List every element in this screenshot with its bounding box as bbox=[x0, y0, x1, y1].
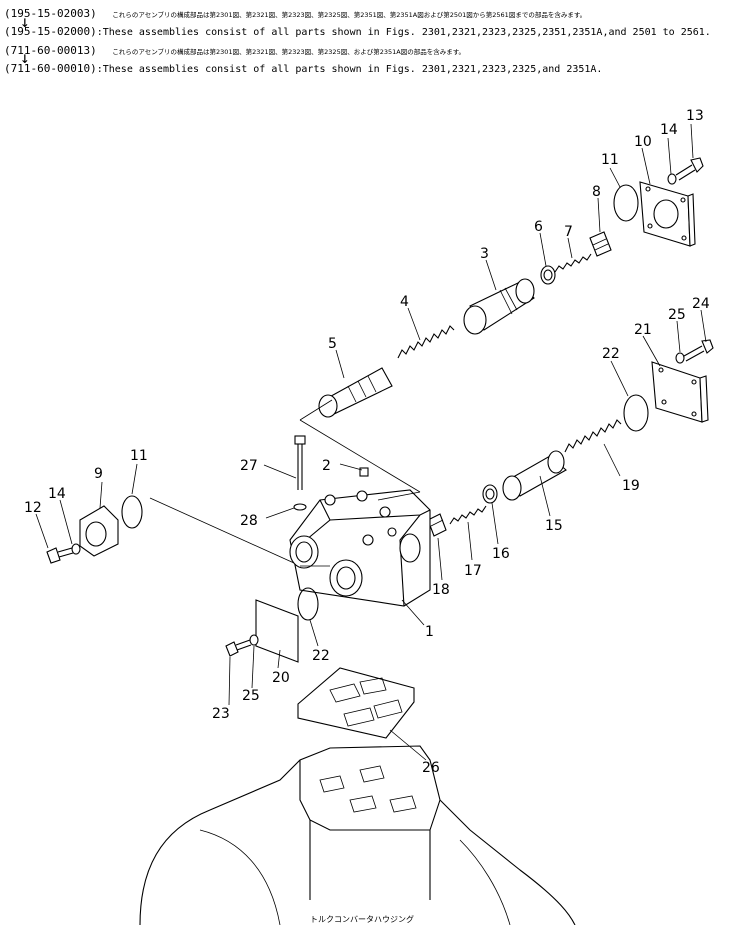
torque-converter-housing bbox=[139, 745, 576, 925]
assembly-code-1: (195-15-02003) これらのアセンブリの構成部品は第2301図、第23… bbox=[4, 7, 587, 20]
callout-4: 4 bbox=[400, 294, 409, 310]
callout-26: 26 bbox=[422, 760, 440, 776]
callout-5: 5 bbox=[328, 336, 337, 352]
assembly-guide-line-left bbox=[149, 497, 295, 564]
assembly-guide-lines bbox=[299, 399, 421, 501]
callout-15: 15 bbox=[545, 518, 563, 534]
callout-8: 8 bbox=[592, 184, 601, 200]
part-10-flange-plate bbox=[639, 181, 696, 247]
assembly-code-4: (711-60-00010):These assemblies consist … bbox=[4, 62, 603, 75]
part-18-plug bbox=[427, 513, 447, 537]
callout-25: 25 bbox=[668, 307, 686, 323]
part-14-washer bbox=[667, 173, 677, 185]
part-21-cover-plate bbox=[651, 361, 709, 423]
part-13-bolt bbox=[675, 157, 704, 181]
assembly-code-3: (711-60-00013) これらのアセンブリの構成部品は第2301図、第23… bbox=[4, 44, 466, 57]
part-3-spool-body bbox=[463, 278, 535, 335]
part-2-plug bbox=[359, 467, 369, 477]
callout-12: 12 bbox=[24, 500, 42, 516]
assembly-code-2: (195-15-02000):These assemblies consist … bbox=[4, 25, 711, 38]
part-19-spring bbox=[564, 419, 622, 453]
callout-9: 9 bbox=[94, 466, 103, 482]
callout-25-lower: 25 bbox=[242, 688, 260, 704]
part-15-spool bbox=[502, 450, 567, 501]
callout-18: 18 bbox=[432, 582, 450, 598]
callout-13: 13 bbox=[686, 108, 704, 124]
callout-11: 11 bbox=[601, 152, 619, 168]
part-1-valve-body bbox=[289, 489, 431, 607]
assembly-note-jp-1: これらのアセンブリの構成部品は第2301図、第2321図、第2323図、第232… bbox=[112, 11, 587, 19]
part-27-bolt bbox=[294, 435, 306, 490]
part-28-washer bbox=[293, 503, 307, 511]
leader-lines bbox=[35, 123, 707, 761]
part-25-washer-lower bbox=[249, 634, 259, 646]
assembly-note-en-1: :These assemblies consist of all parts s… bbox=[96, 27, 711, 38]
part-25-washer bbox=[675, 352, 685, 364]
callout-7: 7 bbox=[564, 224, 573, 240]
callout-22-lower: 22 bbox=[312, 648, 330, 664]
part-26-gasket bbox=[297, 667, 415, 739]
part-17-spring bbox=[449, 505, 487, 525]
part-7-spring bbox=[554, 253, 592, 273]
part-4-spring bbox=[397, 325, 455, 359]
callout-20: 20 bbox=[272, 670, 290, 686]
part-9-end-cover bbox=[79, 505, 119, 557]
part-5-piston bbox=[318, 367, 393, 418]
assembly-note-en-2: :These assemblies consist of all parts s… bbox=[96, 64, 603, 75]
callout-21: 21 bbox=[634, 322, 652, 338]
callout-19: 19 bbox=[622, 478, 640, 494]
housing-caption: トルクコンバータハウジング bbox=[310, 914, 414, 924]
part-6-sleeve bbox=[540, 265, 556, 285]
callout-6: 6 bbox=[534, 219, 543, 235]
callout-14: 14 bbox=[660, 122, 678, 138]
callout-14-left: 14 bbox=[48, 486, 66, 502]
part-22-o-ring-lower bbox=[297, 587, 319, 621]
callout-24: 24 bbox=[692, 296, 710, 312]
callout-3: 3 bbox=[480, 246, 489, 262]
part-22-o-ring bbox=[623, 394, 649, 432]
callout-1: 1 bbox=[425, 624, 434, 640]
code-arrow-2: ↓ bbox=[20, 48, 30, 67]
callout-10: 10 bbox=[634, 134, 652, 150]
callout-16: 16 bbox=[492, 546, 510, 562]
part-24-bolt bbox=[683, 339, 714, 362]
callout-17: 17 bbox=[464, 563, 482, 579]
code-arrow-1: ↓ bbox=[20, 12, 30, 31]
part-8-plug bbox=[589, 231, 612, 257]
part-14-washer-left bbox=[71, 543, 81, 555]
callout-22: 22 bbox=[602, 346, 620, 362]
callout-27: 27 bbox=[240, 458, 258, 474]
callout-2: 2 bbox=[322, 458, 331, 474]
part-12-bolt bbox=[46, 547, 74, 564]
callout-23: 23 bbox=[212, 706, 230, 722]
part-20-cover-plate bbox=[255, 599, 299, 663]
assembly-note-jp-2: これらのアセンブリの構成部品は第2301図、第2321図、第2323図、第232… bbox=[112, 48, 466, 56]
callout-28: 28 bbox=[240, 513, 258, 529]
part-16-sleeve bbox=[482, 484, 498, 504]
part-11-o-ring-left bbox=[121, 495, 143, 529]
part-23-bolt bbox=[225, 639, 252, 657]
part-11-o-ring bbox=[613, 184, 639, 222]
callout-11-left: 11 bbox=[130, 448, 148, 464]
